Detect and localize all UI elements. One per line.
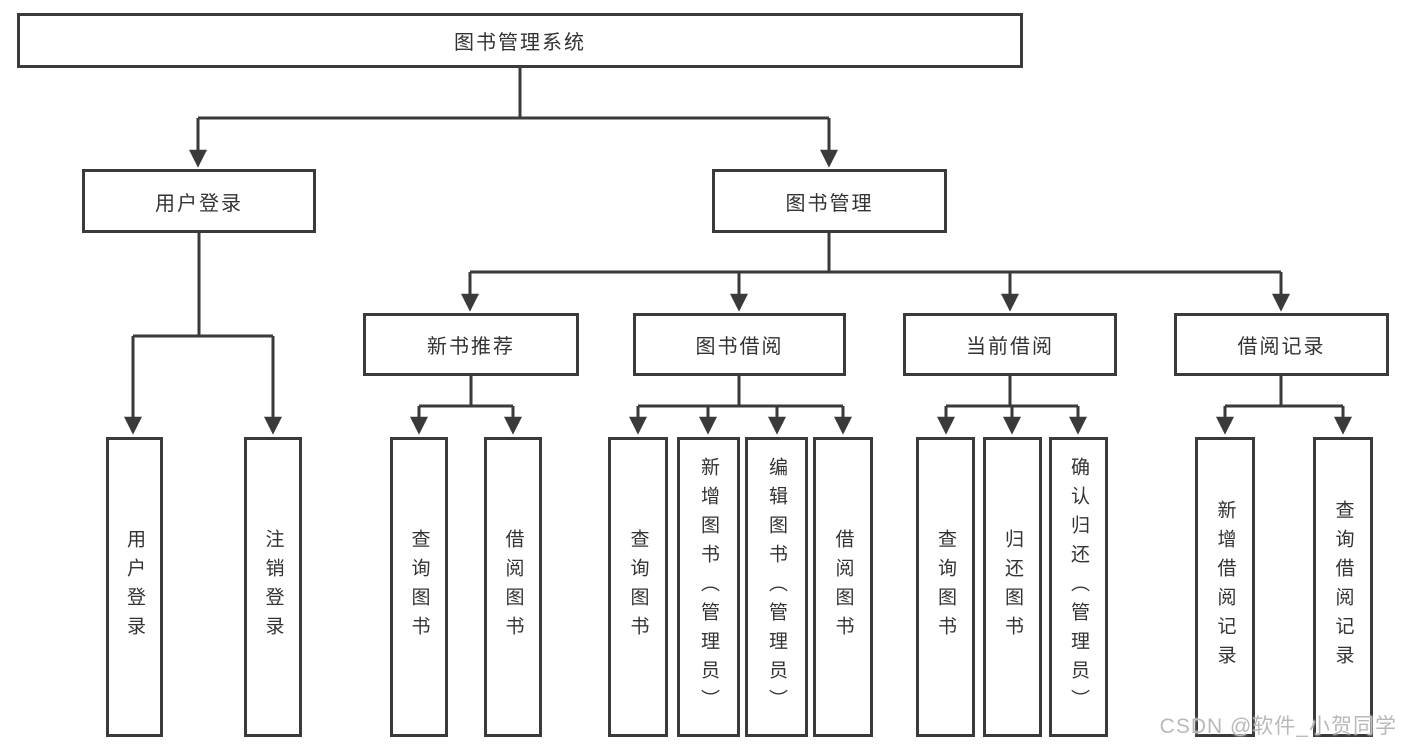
- node-user-login: 用户登录: [82, 169, 316, 233]
- node-label: 编辑图书（管理员）: [766, 456, 787, 718]
- node-new-book-recommend: 新书推荐: [363, 313, 579, 376]
- node-label: 注销登录: [262, 529, 284, 645]
- leaf-add-book-admin: 新增图书（管理员）: [677, 437, 740, 737]
- node-borrowing-records: 借阅记录: [1174, 313, 1389, 376]
- node-label: 图书管理: [785, 192, 874, 215]
- leaf-user-login: 用户登录: [106, 437, 163, 737]
- node-label: 归还图书: [1002, 529, 1023, 645]
- leaf-borrow-query-book: 查询图书: [608, 437, 668, 737]
- leaf-add-borrow-record: 新增借阅记录: [1195, 437, 1255, 737]
- node-label: 借阅图书: [832, 529, 854, 645]
- leaf-confirm-return-admin: 确认归还（管理员）: [1049, 437, 1108, 737]
- node-label: 新书推荐: [427, 336, 515, 358]
- node-book-borrowing: 图书借阅: [633, 313, 846, 376]
- leaf-borrow-book: 借阅图书: [813, 437, 873, 737]
- csdn-watermark: CSDN @软件_小贺同学: [1159, 715, 1397, 738]
- node-label: 当前借阅: [966, 336, 1054, 358]
- leaf-recommend-borrow-book: 借阅图书: [484, 437, 542, 737]
- leaf-logout: 注销登录: [244, 437, 302, 737]
- leaf-return-book: 归还图书: [983, 437, 1042, 737]
- node-label: 借阅记录: [1237, 336, 1326, 358]
- node-label: 用户登录: [124, 529, 145, 645]
- leaf-recommend-query-book: 查询图书: [390, 437, 448, 737]
- node-label: 借阅图书: [502, 529, 524, 645]
- node-library-system: 图书管理系统: [17, 13, 1023, 68]
- node-book-management: 图书管理: [712, 169, 947, 233]
- node-current-borrowing: 当前借阅: [903, 313, 1117, 376]
- node-label: 查询图书: [408, 529, 430, 645]
- node-label: 图书借阅: [695, 336, 784, 358]
- node-label: 查询图书: [935, 529, 956, 645]
- leaf-edit-book-admin: 编辑图书（管理员）: [745, 437, 808, 737]
- node-label: 新增借阅记录: [1214, 500, 1236, 674]
- leaf-current-query-book: 查询图书: [916, 437, 975, 737]
- node-label: 查询图书: [627, 529, 649, 645]
- node-label: 查询借阅记录: [1332, 500, 1354, 674]
- node-label: 用户登录: [155, 192, 243, 215]
- node-label: 新增图书（管理员）: [698, 456, 719, 718]
- node-label: 确认归还（管理员）: [1068, 456, 1089, 718]
- leaf-query-borrow-record: 查询借阅记录: [1313, 437, 1373, 737]
- node-label: 图书管理系统: [454, 32, 586, 54]
